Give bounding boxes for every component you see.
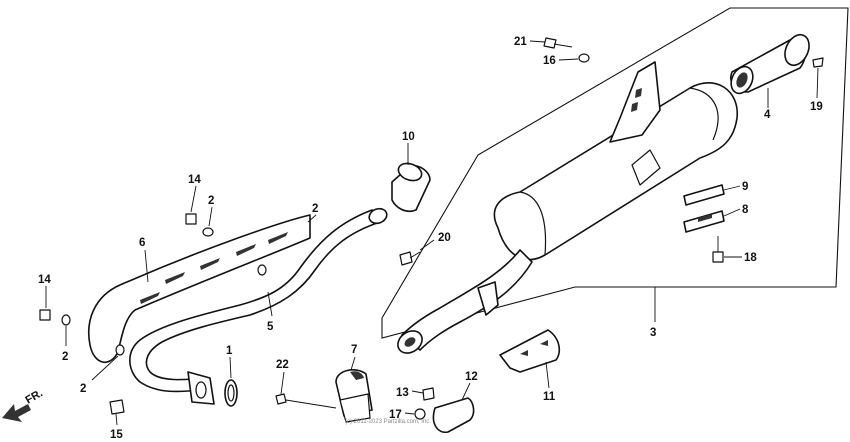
muffler [397, 61, 738, 354]
exhaust-pipe [129, 207, 388, 405]
callout-14-lower: 14 [38, 274, 51, 286]
callout-11: 11 [543, 391, 556, 403]
callout-2-lower: 2 [62, 351, 68, 363]
callout-6: 6 [139, 237, 145, 249]
tail-pipe [730, 33, 810, 95]
callout-12: 12 [465, 371, 478, 383]
callout-8: 8 [742, 204, 749, 216]
muffler-mount-rubber [683, 184, 725, 233]
callout-2-shield: 2 [80, 383, 86, 395]
leader-lines [45, 40, 819, 426]
front-direction-indicator: FR. [2, 387, 45, 422]
callout-7: 7 [351, 344, 357, 356]
callout-4: 4 [764, 109, 771, 121]
callout-3: 3 [650, 327, 656, 339]
callout-9: 9 [742, 181, 748, 193]
callout-22: 22 [276, 359, 289, 371]
callout-1: 1 [226, 345, 233, 357]
callout-13: 13 [396, 387, 409, 399]
callout-21: 21 [514, 36, 527, 48]
bolts [39, 37, 824, 420]
rear-stay [432, 397, 475, 433]
callout-19: 19 [810, 101, 823, 113]
exhaust-joint-collar [391, 162, 431, 213]
callout-5: 5 [267, 321, 274, 333]
callout-16: 16 [543, 55, 556, 67]
front-direction-label: FR. [24, 387, 45, 406]
heat-shield [88, 214, 311, 363]
muffler-stay [499, 329, 561, 373]
callout-17: 17 [389, 409, 402, 421]
muffler-assembly-outline [381, 7, 849, 339]
copyright-text: (c) 2011-2023 Partzilla.com, Inc. [345, 419, 431, 425]
callout-2-pipe: 2 [312, 203, 318, 215]
callout-20: 20 [438, 232, 451, 244]
exhaust-clamp [335, 369, 373, 423]
front-arrow-icon [2, 404, 31, 422]
callout-14-upper: 14 [188, 174, 201, 186]
callout-labels: 21 16 4 19 10 9 8 18 20 14 2 2 6 5 14 2 … [38, 36, 823, 441]
callout-18: 18 [744, 252, 757, 264]
exhaust-gasket-inner [227, 384, 235, 402]
callout-2-upper: 2 [208, 195, 214, 207]
callout-10: 10 [402, 131, 415, 143]
callout-15: 15 [110, 429, 123, 441]
